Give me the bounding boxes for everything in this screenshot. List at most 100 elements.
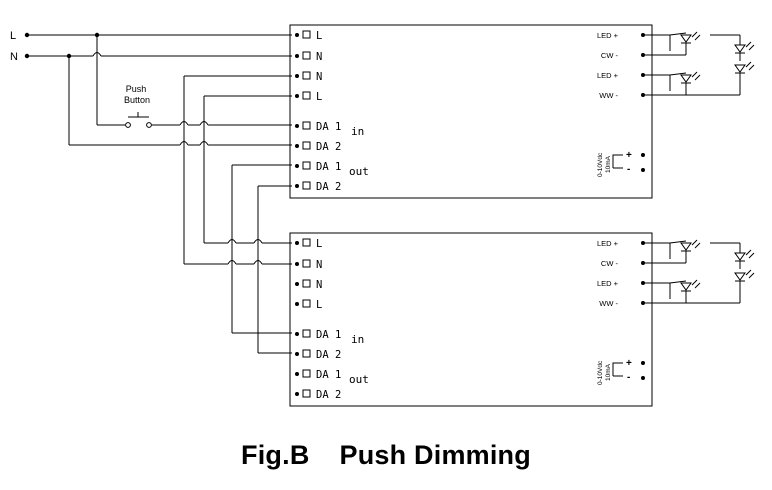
terminal-screw (302, 91, 311, 100)
terminal-dot (295, 282, 299, 286)
group-label-out: out (349, 165, 369, 178)
terminal-screw (302, 349, 311, 358)
diagram-labels: L N Push Button (10, 30, 150, 105)
led-triangle (680, 74, 692, 83)
output-terminal-label: LED + (597, 279, 619, 288)
led-ray (745, 269, 752, 276)
output-terminal-label: LED + (597, 239, 619, 248)
led-ray (748, 272, 755, 279)
terminal-label: DA 1 (316, 121, 341, 133)
wire (669, 240, 687, 244)
dimmer-terminal-dot (641, 153, 645, 157)
led-triangle (680, 34, 692, 43)
dimmer-terminal-dot (641, 376, 645, 380)
led-ray (745, 41, 752, 48)
group-label-in: in (351, 333, 364, 346)
terminal-label: L (316, 30, 322, 42)
push-button-contact (125, 122, 131, 128)
led-ray (694, 242, 701, 249)
terminal-dot (295, 184, 299, 188)
led-ray (691, 239, 698, 246)
led-ray (691, 279, 698, 286)
terminal-label: N (316, 51, 322, 63)
output-terminal-label: WW - (599, 91, 618, 100)
led-ray (748, 44, 755, 51)
dimmer-rating-label: 0-10Vdc (597, 360, 604, 385)
terminal-label: DA 2 (316, 349, 341, 361)
dimmer-minus-sign: - (627, 164, 630, 175)
dimmer-rating-label: 0-10Vdc (597, 152, 604, 177)
dimmer-minus-sign: - (627, 372, 630, 383)
terminal-screw (302, 161, 311, 170)
group-label-in: in (351, 125, 364, 138)
figure-number: Fig.B (241, 440, 310, 470)
mains-n-label: N (10, 51, 18, 63)
terminal-label: L (316, 299, 322, 311)
terminal-dot (295, 332, 299, 336)
group-label-out: out (349, 373, 369, 386)
terminal-dot (295, 94, 299, 98)
terminal-dot (295, 392, 299, 396)
dimmer-terminal-dot (641, 361, 645, 365)
led-ray (748, 252, 755, 259)
wire (669, 280, 687, 284)
terminal-screw (302, 329, 311, 338)
terminal-dot (295, 54, 299, 58)
output-terminal-label: LED + (597, 31, 619, 40)
push-button-label-line2: Button (124, 95, 150, 105)
led-ray (745, 249, 752, 256)
terminal-label: DA 1 (316, 369, 341, 381)
output-terminal-label: LED + (597, 71, 619, 80)
push-button-contact (146, 122, 152, 128)
mains-l-label: L (10, 30, 16, 42)
dimmer-wire (612, 154, 623, 169)
led-triangle (680, 242, 692, 251)
led-triangle (734, 252, 746, 261)
dimmer-current-label: 10mA (605, 363, 612, 381)
led-triangle (734, 272, 746, 281)
figure-title: Push Dimming (339, 440, 531, 470)
terminal-screw (302, 299, 311, 308)
terminal-screw (302, 30, 311, 39)
terminal-label: L (316, 91, 322, 103)
terminal-screw (302, 238, 311, 247)
terminal-dot (295, 124, 299, 128)
terminal-dot (295, 302, 299, 306)
terminal-label: DA 1 (316, 329, 341, 341)
wire (669, 72, 687, 76)
led-icon (734, 61, 755, 74)
terminal-screw (302, 71, 311, 80)
dimmer-plus-sign: + (626, 150, 632, 161)
dimmer-current-label: 10mA (605, 155, 612, 173)
led-ray (745, 61, 752, 68)
led-triangle (734, 44, 746, 53)
led-ray (694, 74, 701, 81)
terminal-screw (302, 51, 311, 60)
figure-caption: Fig.B Push Dimming (0, 440, 772, 471)
wiring-lines (24, 32, 292, 354)
terminal-label: DA 2 (316, 181, 341, 193)
terminal-dot (295, 241, 299, 245)
terminal-dot (295, 372, 299, 376)
driver-box (289, 232, 653, 407)
terminal-dot (295, 33, 299, 37)
dimmer-wire (612, 362, 623, 377)
led-triangle (680, 282, 692, 291)
terminal-label: DA 2 (316, 389, 341, 401)
dimmer-plus-sign: + (626, 358, 632, 369)
output-terminal-label: CW - (601, 51, 619, 60)
led-ray (694, 282, 701, 289)
terminal-dot (295, 74, 299, 78)
wire (669, 32, 687, 36)
terminal-screw (302, 259, 311, 268)
terminal-screw (302, 141, 311, 150)
terminal-screw (302, 369, 311, 378)
output-terminal-label: WW - (599, 299, 618, 308)
led-ray (691, 71, 698, 78)
led-icon (734, 249, 755, 262)
terminal-dot (295, 144, 299, 148)
